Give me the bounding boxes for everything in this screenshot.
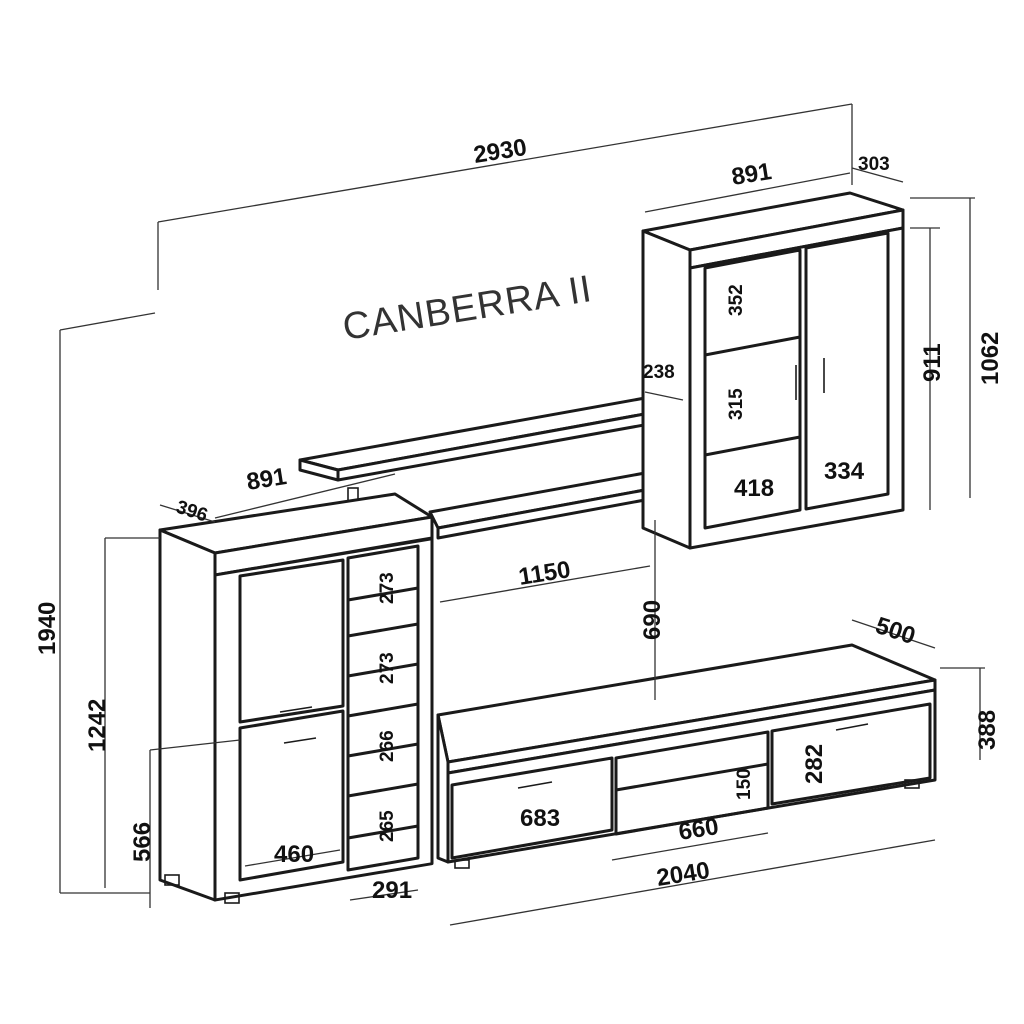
tall-cabinet	[158, 492, 434, 904]
dim-lower-566: 566	[129, 822, 156, 862]
dim-overall-width: 2930	[472, 134, 529, 169]
overall-width-dimension	[157, 103, 853, 290]
dim-shelf-266: 266	[377, 730, 398, 762]
top-glass-cabinet	[641, 191, 905, 550]
dim-niche-150: 150	[734, 768, 755, 800]
dim-top-height-1062: 1062	[977, 332, 1004, 385]
dim-gap-690: 690	[639, 600, 666, 640]
dim-shelf-273a: 273	[377, 572, 398, 604]
dim-drawer-683: 683	[520, 805, 560, 832]
dim-shelf-depth: 238	[643, 362, 675, 383]
dim-shelf-265: 265	[377, 810, 398, 842]
dim-overall-height: 1940	[34, 602, 61, 655]
dim-door-282: 282	[801, 744, 828, 784]
dim-tall-cabinet-width: 891	[245, 463, 289, 496]
dim-tv-depth: 500	[872, 612, 918, 650]
dim-tv-height: 388	[974, 710, 1001, 750]
dim-open-291: 291	[372, 877, 412, 904]
dim-inner-352: 352	[726, 284, 747, 316]
dim-tall-height: 1242	[84, 699, 111, 752]
dim-top-cabinet-depth: 303	[858, 154, 890, 175]
dim-top-cabinet-width: 891	[730, 158, 774, 191]
dim-tv-width: 2040	[655, 857, 712, 892]
dim-shelf-width: 1150	[517, 556, 573, 591]
dim-inner-315: 315	[726, 388, 747, 420]
product-title: CANBERRA II	[340, 268, 595, 349]
dim-glass-418: 418	[734, 475, 774, 502]
dim-door-460: 460	[274, 841, 314, 868]
dim-niche-660: 660	[677, 813, 721, 846]
dim-top-height-911: 911	[919, 343, 946, 382]
tv-unit	[436, 643, 937, 869]
dimension-lines	[104, 167, 985, 926]
overall-height-dimension	[59, 312, 156, 894]
dim-door-334: 334	[824, 458, 865, 485]
dim-shelf-273b: 273	[377, 652, 398, 684]
dim-tall-cabinet-depth: 396	[173, 497, 210, 527]
